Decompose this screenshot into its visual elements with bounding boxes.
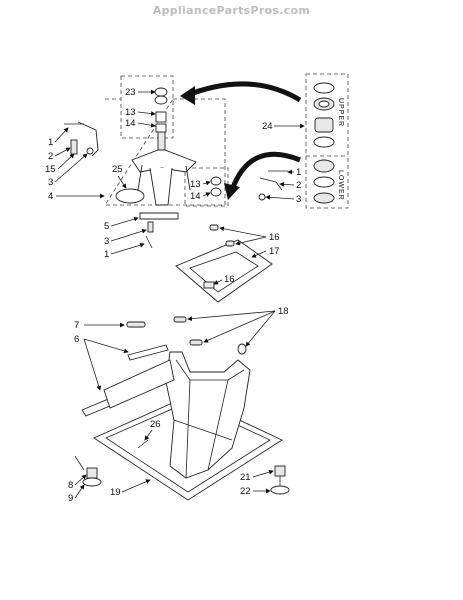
transmission-assembly xyxy=(115,87,197,206)
callout-5: 5 xyxy=(104,221,109,232)
callout-16a: 16 xyxy=(269,232,280,243)
leveling-feet xyxy=(74,455,290,495)
base-frame xyxy=(93,351,283,501)
callout-1b: 1 xyxy=(296,167,301,178)
callout-19: 19 xyxy=(110,487,121,498)
label-lower: LOWER xyxy=(337,170,344,201)
callout-17: 17 xyxy=(269,246,280,257)
callout-2a: 2 xyxy=(48,151,53,162)
callout-14a: 14 xyxy=(125,118,136,129)
clutch-parts-right xyxy=(258,170,288,201)
callout-13a: 13 xyxy=(125,107,136,118)
callout-15: 15 xyxy=(45,164,56,175)
watermark: AppliancePartsPros.com xyxy=(152,4,311,17)
callouts: 23 13 14 24 1 2 15 3 25 4 1 2 3 13 14 5 xyxy=(45,87,305,504)
callout-1c: 1 xyxy=(104,249,109,260)
callout-3c: 3 xyxy=(104,236,109,247)
cam-kit-upper-parts xyxy=(313,82,335,148)
dashed-box-upper-inner xyxy=(120,75,174,139)
cam-kit-lower-parts xyxy=(313,159,335,204)
drive-link-parts xyxy=(139,212,179,249)
callout-21: 21 xyxy=(240,472,251,483)
callout-16b: 16 xyxy=(224,274,235,285)
callout-7: 7 xyxy=(74,320,79,331)
dashed-box-lower-inner xyxy=(184,167,229,207)
callout-8: 8 xyxy=(68,480,73,491)
callout-24: 24 xyxy=(262,121,273,132)
cam-small-parts xyxy=(210,176,222,197)
callout-25: 25 xyxy=(112,164,123,175)
callout-3b: 3 xyxy=(296,194,301,205)
callout-4: 4 xyxy=(48,191,53,202)
brake-parts-left xyxy=(64,121,99,157)
callout-26: 26 xyxy=(150,419,161,430)
callout-23: 23 xyxy=(125,87,136,98)
dashed-box-agitator-group xyxy=(104,98,226,206)
callout-9: 9 xyxy=(68,493,73,504)
callout-14b: 14 xyxy=(190,191,201,202)
label-upper: UPPER xyxy=(337,98,344,127)
mounting-plate xyxy=(175,224,273,303)
callout-3a: 3 xyxy=(48,177,53,188)
snubbers xyxy=(173,316,247,355)
callout-6: 6 xyxy=(74,334,79,345)
dashed-box-cam-kit xyxy=(305,73,349,209)
callout-22: 22 xyxy=(240,486,251,497)
arrow-upper-kit xyxy=(184,81,302,103)
callout-18: 18 xyxy=(278,306,289,317)
callout-13b: 13 xyxy=(190,179,201,190)
callout-2b: 2 xyxy=(296,180,301,191)
callout-1a: 1 xyxy=(48,137,53,148)
arrow-lower-kit xyxy=(229,151,301,191)
